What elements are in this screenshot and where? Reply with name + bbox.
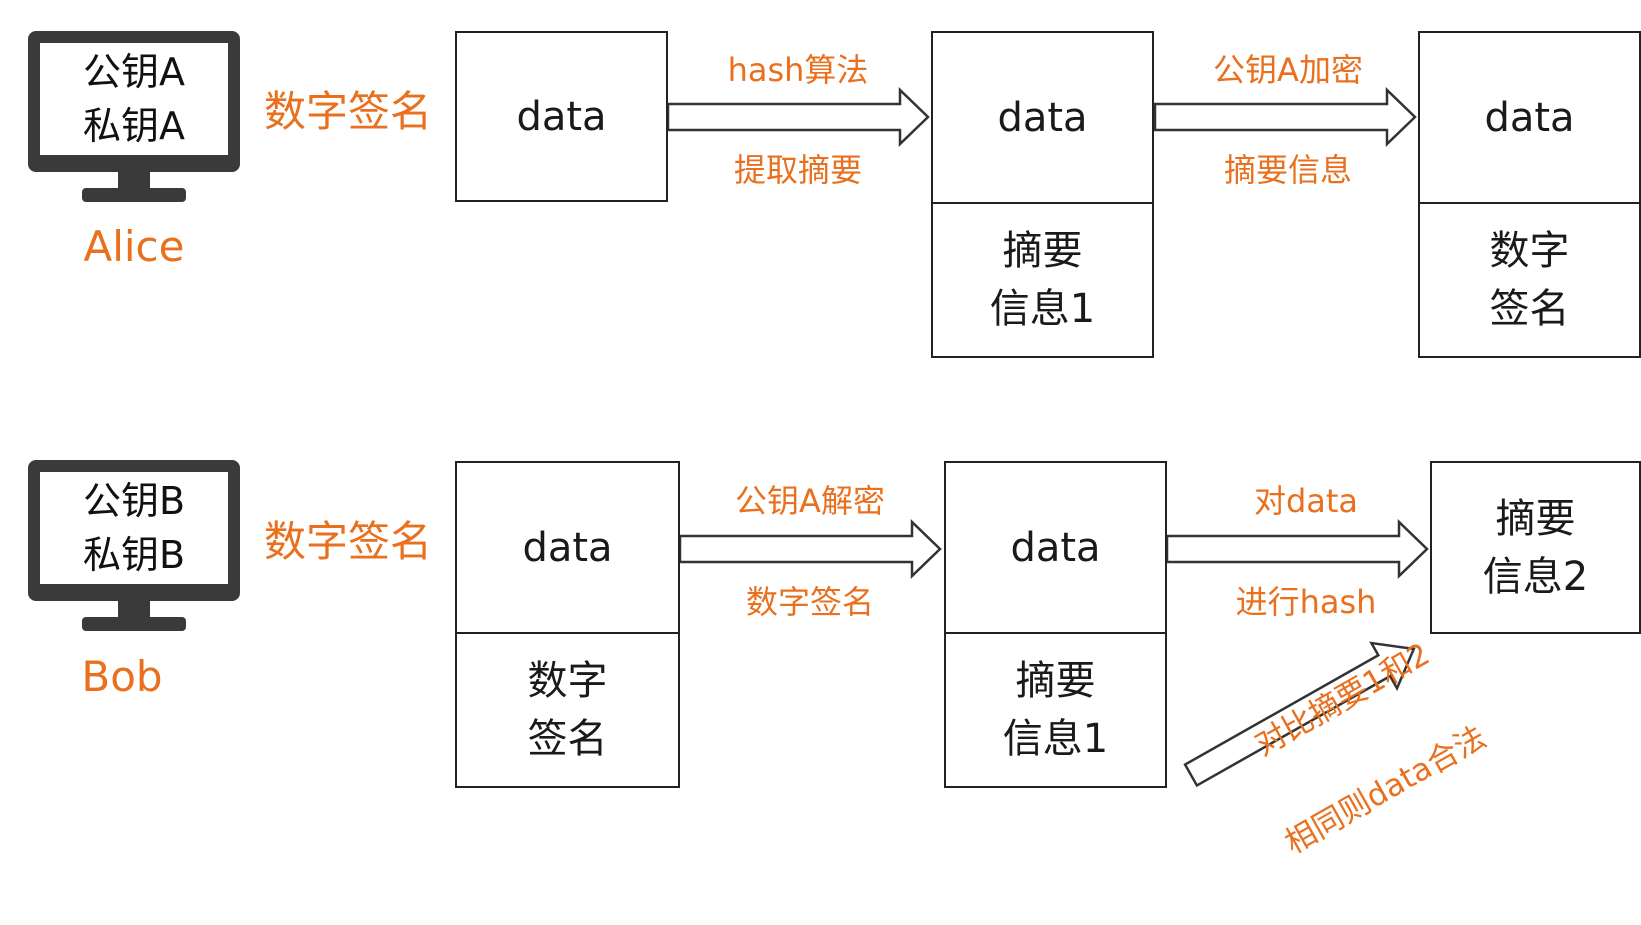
alice-digest-line2: 信息1 xyxy=(989,286,1096,332)
bob-received-box: data 数字 签名 xyxy=(455,461,680,788)
bob-digest2-box: 摘要 信息2 xyxy=(1430,461,1641,634)
bob-arrow2-top-label: 对data xyxy=(1253,482,1359,520)
bob-digest1-line2: 信息1 xyxy=(1002,716,1109,762)
alice-digest-line1: 摘要 xyxy=(1002,228,1083,274)
alice-arrow2-bottom-label: 摘要信息 xyxy=(1223,151,1352,189)
bob-action-label: 数字签名 xyxy=(263,516,432,566)
bob-decrypted-box-digest: 摘要 信息1 xyxy=(946,632,1165,786)
bob-name-label: Bob xyxy=(81,651,163,701)
bob-received-box-data: data xyxy=(457,463,678,632)
bob-received-box-data-text: data xyxy=(522,524,613,571)
alice-data-box: data xyxy=(455,31,668,202)
bob-signature-line2: 签名 xyxy=(527,716,608,762)
bob-decrypted-box-data: data xyxy=(946,463,1165,632)
alice-private-key-label: 私钥A xyxy=(83,104,185,148)
alice-arrow1-bottom-label: 提取摘要 xyxy=(733,151,862,189)
bob-digest2-line1: 摘要 xyxy=(1495,495,1576,542)
alice-data-text: data xyxy=(516,93,607,140)
alice-arrow1-top-label: hash算法 xyxy=(727,51,869,89)
bob-arrow-hash xyxy=(1165,519,1429,579)
alice-digest-box-data-text: data xyxy=(997,94,1088,141)
alice-digest-box-digest: 摘要 信息1 xyxy=(933,202,1152,356)
alice-action-label: 数字签名 xyxy=(263,86,432,136)
alice-public-key-label: 公钥A xyxy=(83,50,185,94)
alice-signed-box-data: data xyxy=(1420,33,1639,202)
bob-arrow-compare xyxy=(1183,641,1416,788)
bob-decrypted-box-data-text: data xyxy=(1010,524,1101,571)
bob-digest2-line2: 信息2 xyxy=(1482,553,1589,600)
bob-monitor-icon xyxy=(28,460,240,631)
bob-arrow1-top-label: 公钥A解密 xyxy=(735,482,885,520)
alice-signed-box-data-text: data xyxy=(1484,94,1575,141)
bob-arrow2-bottom-label: 进行hash xyxy=(1235,583,1377,621)
alice-arrow2-top-label: 公钥A加密 xyxy=(1213,51,1363,89)
bob-signature-line1: 数字 xyxy=(527,658,608,704)
bob-public-key-label: 公钥B xyxy=(82,479,186,523)
alice-arrow-encrypt xyxy=(1153,87,1417,147)
alice-signed-box: data 数字 签名 xyxy=(1418,31,1641,358)
alice-arrow-hash xyxy=(666,87,930,147)
alice-name-label: Alice xyxy=(83,221,185,271)
bob-monitor-screen: 公钥B 私钥B xyxy=(40,472,228,584)
bob-received-box-signature: 数字 签名 xyxy=(457,632,678,786)
alice-digest-box-data: data xyxy=(933,33,1152,202)
alice-signature-line2: 签名 xyxy=(1489,286,1570,332)
alice-signed-box-signature: 数字 签名 xyxy=(1420,202,1639,356)
alice-monitor-screen: 公钥A 私钥A xyxy=(40,43,228,155)
alice-digest-box: data 摘要 信息1 xyxy=(931,31,1154,358)
bob-digest1-line1: 摘要 xyxy=(1015,658,1096,704)
alice-monitor-icon xyxy=(28,31,240,202)
bob-arrow1-bottom-label: 数字签名 xyxy=(745,583,874,621)
alice-signature-line1: 数字 xyxy=(1489,228,1570,274)
bob-decrypted-box: data 摘要 信息1 xyxy=(944,461,1167,788)
bob-private-key-label: 私钥B xyxy=(82,533,186,577)
bob-arrow-decrypt xyxy=(678,519,942,579)
